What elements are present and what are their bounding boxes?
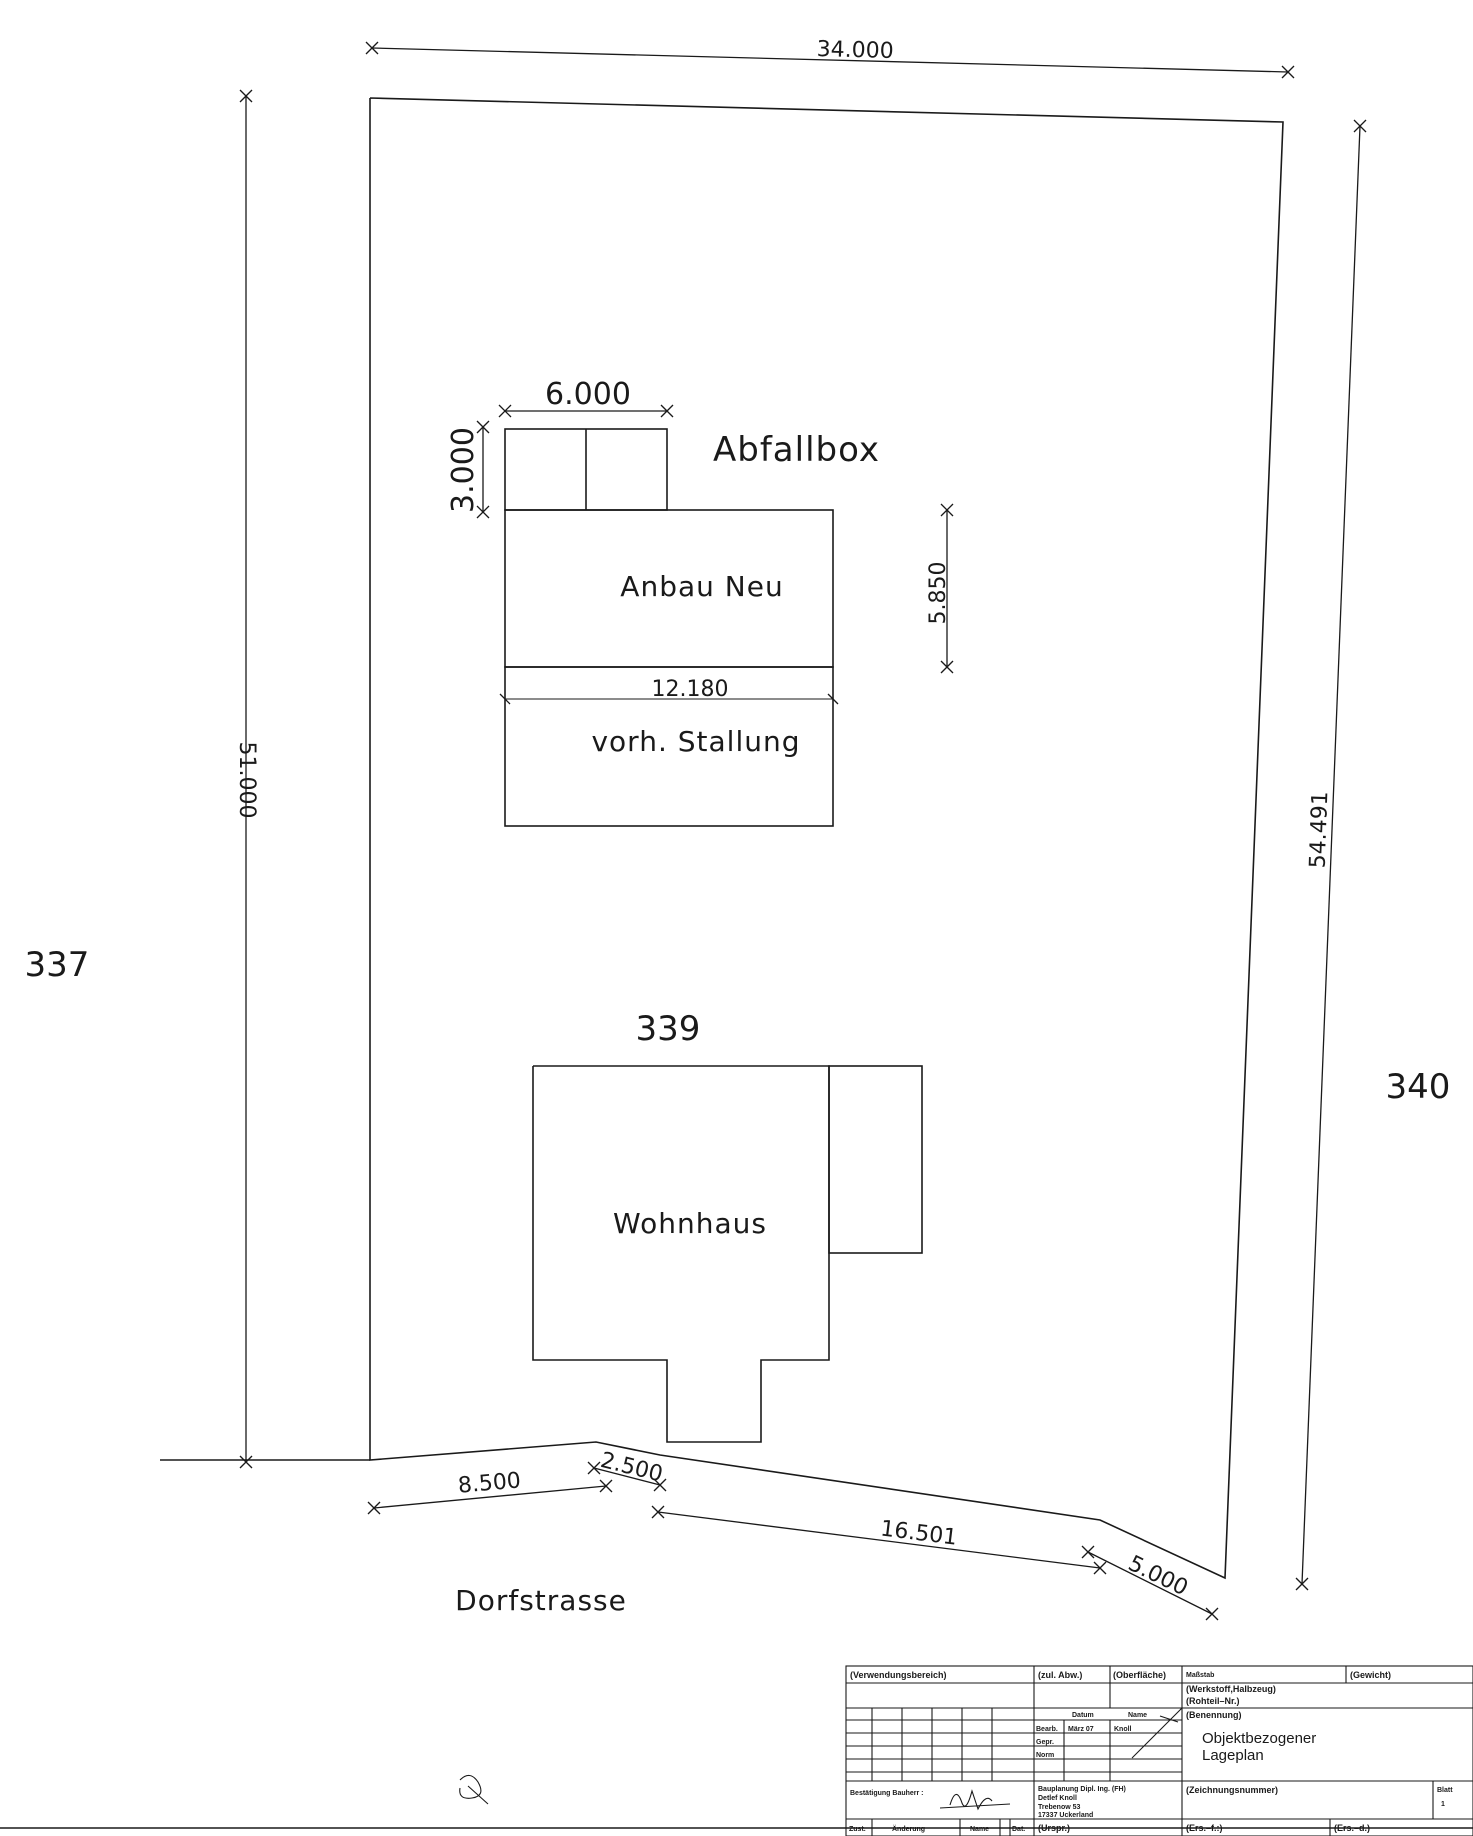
dim-front-c: 16.501 bbox=[879, 1516, 958, 1550]
label-parcel-340: 340 bbox=[1386, 1067, 1451, 1107]
dimline-front-d bbox=[1087, 1551, 1213, 1615]
dimline-top bbox=[371, 47, 1289, 73]
tb-gepr: Gepr. bbox=[1036, 1739, 1054, 1746]
tb-blatt: Blatt bbox=[1437, 1787, 1453, 1794]
tb-office-line2: Detlef Knoll bbox=[1038, 1795, 1077, 1802]
dimline-front-a bbox=[373, 1485, 607, 1509]
tb-bearb: Bearb. bbox=[1036, 1726, 1058, 1733]
tb-rohteil: (Rohteil–Nr.) bbox=[1186, 1696, 1240, 1706]
dim-tick bbox=[365, 41, 1295, 79]
tb-urspr: (Urspr.) bbox=[1038, 1823, 1070, 1833]
tb-name2: Name bbox=[970, 1826, 989, 1833]
dim-tick bbox=[499, 693, 839, 705]
tb-zeichnungsnummer: (Zeichnungsnummer) bbox=[1186, 1785, 1278, 1795]
tb-title-line1: Objektbezogener bbox=[1202, 1730, 1316, 1747]
title-block bbox=[845, 1665, 1473, 1836]
tb-name: Name bbox=[1128, 1712, 1147, 1719]
wohnhaus-outline bbox=[532, 1065, 830, 1443]
dim-right-side: 54.491 bbox=[1306, 791, 1334, 869]
dim-abfallbox-depth: 3.000 bbox=[446, 427, 481, 513]
stallung-outline bbox=[504, 666, 834, 827]
tb-blatt-value: 1 bbox=[1441, 1801, 1445, 1808]
dim-top-width: 34.000 bbox=[816, 37, 894, 64]
dim-tick bbox=[498, 404, 674, 418]
tb-datum: Datum bbox=[1072, 1712, 1094, 1719]
tb-office-line1: Bauplanung Dipl. Ing. (FH) bbox=[1038, 1786, 1126, 1793]
label-parcel-339: 339 bbox=[636, 1009, 701, 1049]
dimline-right bbox=[1301, 125, 1361, 1585]
label-anbau-neu: Anbau Neu bbox=[620, 570, 783, 603]
dim-tick bbox=[239, 89, 253, 1469]
tb-title-line2: Lageplan bbox=[1202, 1747, 1264, 1764]
tb-massstab: Maßstab bbox=[1186, 1672, 1214, 1679]
dim-tick bbox=[651, 1505, 1107, 1575]
dimline-front-c bbox=[657, 1511, 1101, 1569]
stamp-mark bbox=[459, 1774, 489, 1805]
tb-ers-fuer: (Ers.–f.:) bbox=[1186, 1823, 1223, 1833]
label-parcel-337: 337 bbox=[25, 945, 90, 985]
wohnhaus-annex bbox=[828, 1065, 923, 1254]
tb-bearb-name: Knoll bbox=[1114, 1726, 1132, 1733]
tb-gewicht: (Gewicht) bbox=[1350, 1670, 1391, 1680]
dim-tick bbox=[940, 503, 954, 674]
plot-boundary bbox=[369, 97, 1284, 1580]
dim-anbau-depth: 5.850 bbox=[926, 562, 951, 625]
tb-bestaetigung: Bestätigung Bauherr : bbox=[850, 1790, 924, 1797]
dim-tick bbox=[1295, 119, 1367, 1591]
dim-left-side: 51.000 bbox=[234, 742, 259, 819]
tb-benennung: (Benennung) bbox=[1186, 1710, 1242, 1720]
dim-building-width: 12.180 bbox=[652, 677, 729, 702]
tb-office-line3: Trebenow 53 bbox=[1038, 1804, 1081, 1811]
tb-office-line4: 17337 Uckerland bbox=[1038, 1812, 1093, 1819]
dim-tick bbox=[587, 1461, 667, 1492]
tb-bearb-datum: März 07 bbox=[1068, 1726, 1094, 1733]
dim-front-a: 8.500 bbox=[457, 1468, 522, 1498]
label-street: Dorfstrasse bbox=[455, 1584, 627, 1617]
tb-aenderung: Änderung bbox=[892, 1825, 925, 1833]
dimline-front-b bbox=[593, 1467, 661, 1486]
label-wohnhaus: Wohnhaus bbox=[613, 1207, 767, 1240]
tb-werkstoff: (Werkstoff,Halbzeug) bbox=[1186, 1684, 1276, 1694]
signature bbox=[939, 1789, 1011, 1811]
tb-ers-durch: (Ers.–d.) bbox=[1334, 1823, 1370, 1833]
dim-tick bbox=[476, 420, 490, 519]
dim-tick bbox=[1081, 1545, 1219, 1621]
tb-zust: Zust. bbox=[849, 1826, 866, 1833]
dim-abfallbox-width: 6.000 bbox=[545, 377, 631, 412]
tb-oberflaeche: (Oberfläche) bbox=[1113, 1670, 1166, 1680]
tb-dat: Dat. bbox=[1012, 1826, 1025, 1833]
dim-tick bbox=[367, 1479, 613, 1515]
label-vorh-stallung: vorh. Stallung bbox=[591, 725, 800, 758]
tb-zul-abw: (zul. Abw.) bbox=[1038, 1670, 1082, 1680]
label-abfallbox: Abfallbox bbox=[713, 430, 880, 470]
tb-verwendungsbereich: (Verwendungsbereich) bbox=[850, 1670, 947, 1680]
tb-norm: Norm bbox=[1036, 1752, 1054, 1759]
